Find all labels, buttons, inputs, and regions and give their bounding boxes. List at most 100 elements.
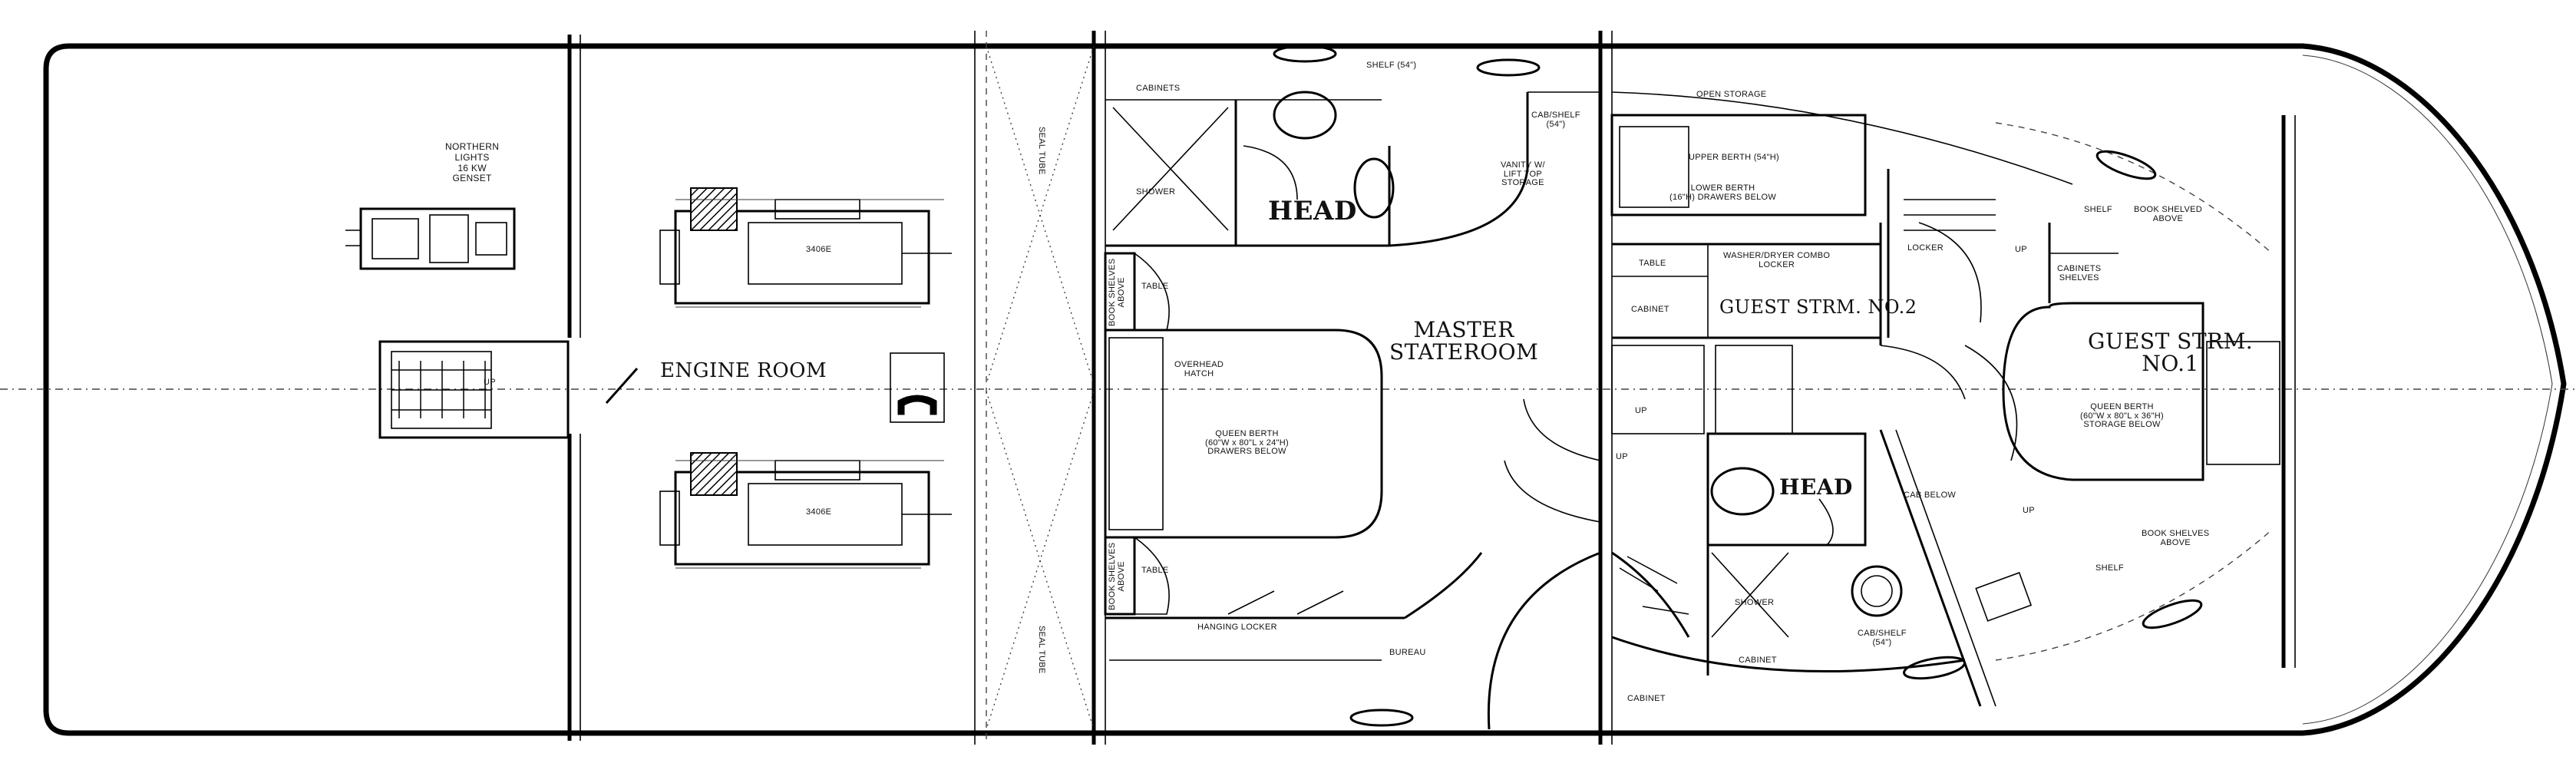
engine-room-ladder xyxy=(391,361,491,418)
table-bottom-shape xyxy=(1134,537,1170,615)
shelf-master-label: SHELF (54") xyxy=(1366,61,1417,70)
up-label-1: UP xyxy=(1635,406,1647,415)
washer-dryer-label: WASHER/DRYER COMBO LOCKER xyxy=(1723,251,1831,269)
engine-room-hatch xyxy=(378,340,570,439)
cabinets-shelves-label: CABINETS SHELVES xyxy=(2057,264,2102,282)
berth-pillows-master xyxy=(1108,337,1164,530)
bookshelf-aft-top-label: BOOK SHELVES ABOVE xyxy=(1108,258,1126,326)
table-guest2-label: TABLE xyxy=(1639,259,1666,268)
bureau-curve xyxy=(1404,552,1483,619)
engine-port xyxy=(659,187,952,308)
cabinet-fwd-label: CABINET xyxy=(1739,656,1777,665)
book-shelves-fwd-label: BOOK SHELVES ABOVE xyxy=(2142,529,2210,547)
table-top-shape xyxy=(1134,253,1170,331)
seal-tube-bottom-label: SEAL TUBE xyxy=(1037,626,1046,674)
overhead-hatch-label: OVERHEAD HATCH xyxy=(1174,360,1224,378)
sink-fwd-inner xyxy=(1861,575,1893,607)
bookshelf-aft-bottom-label: BOOK SHELVES ABOVE xyxy=(1108,542,1126,610)
upper-berth-guest2 xyxy=(1610,114,1867,216)
locker-fwd-door xyxy=(1918,222,1982,323)
guest1-hull-shelf-top xyxy=(1995,122,2273,254)
book-shelved-above-label: BOOK SHELVED ABOVE xyxy=(2134,205,2202,223)
up-label-4: UP xyxy=(2023,506,2035,515)
porthole-aft-1 xyxy=(1273,45,1337,63)
shower-aft-cross-b xyxy=(1112,107,1229,231)
shelf-fwd-label: SHELF xyxy=(2084,205,2112,214)
cabinet-bottom-label: CABINET xyxy=(1627,694,1666,703)
open-storage-label: OPEN STORAGE xyxy=(1696,90,1767,99)
seal-tube-top-label: SEAL TUBE xyxy=(1037,127,1046,175)
room-label-head-fwd: HEAD xyxy=(1779,474,1853,500)
cab-shelf-master-label: CAB/SHELF (54") xyxy=(1531,111,1580,129)
hanging-locker-door-a xyxy=(1227,590,1275,615)
table-top-label: TABLE xyxy=(1141,282,1169,291)
head-fwd-walls xyxy=(1706,432,1867,547)
shaft-coupling xyxy=(897,395,937,415)
upper-berth-inset xyxy=(1619,126,1689,208)
master-stair-curve xyxy=(1487,551,1601,730)
sink-fwd xyxy=(1851,565,1903,617)
toilet-fwd xyxy=(1710,467,1775,516)
head-aft-door xyxy=(1243,145,1298,200)
up-label-2: UP xyxy=(1616,452,1628,461)
hull-outline xyxy=(43,43,2567,736)
queen-berth-master-label: QUEEN BERTH (60"W x 80"L x 24"H) DRAWERS… xyxy=(1205,429,1290,457)
bureau-label: BUREAU xyxy=(1389,648,1426,657)
exhaust-box xyxy=(890,352,945,423)
hull-inner-outline xyxy=(2302,55,2553,725)
cab-shelf-fwd-label: CAB/SHELF (54") xyxy=(1858,629,1907,647)
cabinet-guest2-label: CABINET xyxy=(1631,305,1669,314)
hanging-locker-label: HANGING LOCKER xyxy=(1197,623,1277,632)
porthole-aft-2 xyxy=(1476,58,1541,77)
fwd-vanity xyxy=(1975,572,2033,622)
vanity-label: VANITY W/ LIFT TOP STORAGE xyxy=(1501,160,1545,188)
fwd-stair-steps xyxy=(1619,556,1689,615)
cabinets-master-label: CABINETS xyxy=(1136,84,1181,93)
cab-below-label: CAB BELOW xyxy=(1904,491,1957,500)
up-label-3: UP xyxy=(2015,245,2027,254)
berth-pillows-guest1 xyxy=(2206,341,2280,465)
fwd-stair xyxy=(1904,199,1996,231)
shelf-fwd-2-label: SHELF xyxy=(2095,563,2124,573)
porthole-fwd-2 xyxy=(2142,599,2203,629)
fwd-cabin-curve xyxy=(1611,636,1966,673)
engine-port-model: 3406E xyxy=(806,245,832,254)
shower-aft-label: SHOWER xyxy=(1136,187,1176,197)
upper-berth-label: UPPER BERTH (54"H) xyxy=(1689,153,1779,162)
genset xyxy=(345,207,516,270)
master-door-swing-b xyxy=(1504,460,1601,523)
locker-fwd-label: LOCKER xyxy=(1907,243,1944,253)
room-label-engine-room: ENGINE ROOM xyxy=(660,359,827,382)
porthole-fwd-1 xyxy=(2095,150,2157,180)
queen-berth-master xyxy=(1104,329,1383,539)
room-label-guest-strm-2: GUEST STRM. NO.2 xyxy=(1719,296,1917,318)
fwd-stair-curve xyxy=(1611,551,1690,638)
lower-berth-label: LOWER BERTH (16"H) DRAWERS BELOW xyxy=(1669,183,1777,202)
shower-fwd-cross-b xyxy=(1711,552,1789,638)
engine-starboard-model: 3406E xyxy=(806,507,832,517)
shower-fwd-label: SHOWER xyxy=(1735,598,1775,607)
engine-room-up-label: UP xyxy=(484,378,496,387)
engine-room-door xyxy=(605,368,639,404)
head-fwd-door xyxy=(1818,498,1834,546)
hanging-locker-door-b xyxy=(1296,590,1344,615)
queen-berth-guest1-label: QUEEN BERTH (60"W x 80"L x 36"H) STORAGE… xyxy=(2080,402,2165,430)
toilet-aft xyxy=(1353,157,1395,219)
guest2-door xyxy=(1880,345,1966,400)
open-storage-curve xyxy=(1611,91,2073,185)
table-bottom-label: TABLE xyxy=(1141,566,1169,575)
room-label-master-stateroom: MASTER STATEROOM xyxy=(1389,317,1539,365)
cab-below-diag-b xyxy=(1895,429,1996,707)
genset-label: NORTHERN LIGHTS 16 KW GENSET xyxy=(445,141,500,184)
queen-berth-guest1 xyxy=(2002,302,2204,481)
master-door-swing xyxy=(1523,398,1601,461)
sink-aft xyxy=(1273,91,1337,140)
guest1-hull-shelf-bottom xyxy=(1995,529,2273,661)
guest1-door-swing xyxy=(1964,345,2018,461)
guest2-stair-block xyxy=(1611,345,1705,434)
room-label-head-aft: HEAD xyxy=(1268,196,1357,226)
porthole-aft-3 xyxy=(1349,709,1414,727)
room-label-guest-strm-1: GUEST STRM. NO.1 xyxy=(2088,329,2254,377)
engine-starboard xyxy=(659,452,952,569)
